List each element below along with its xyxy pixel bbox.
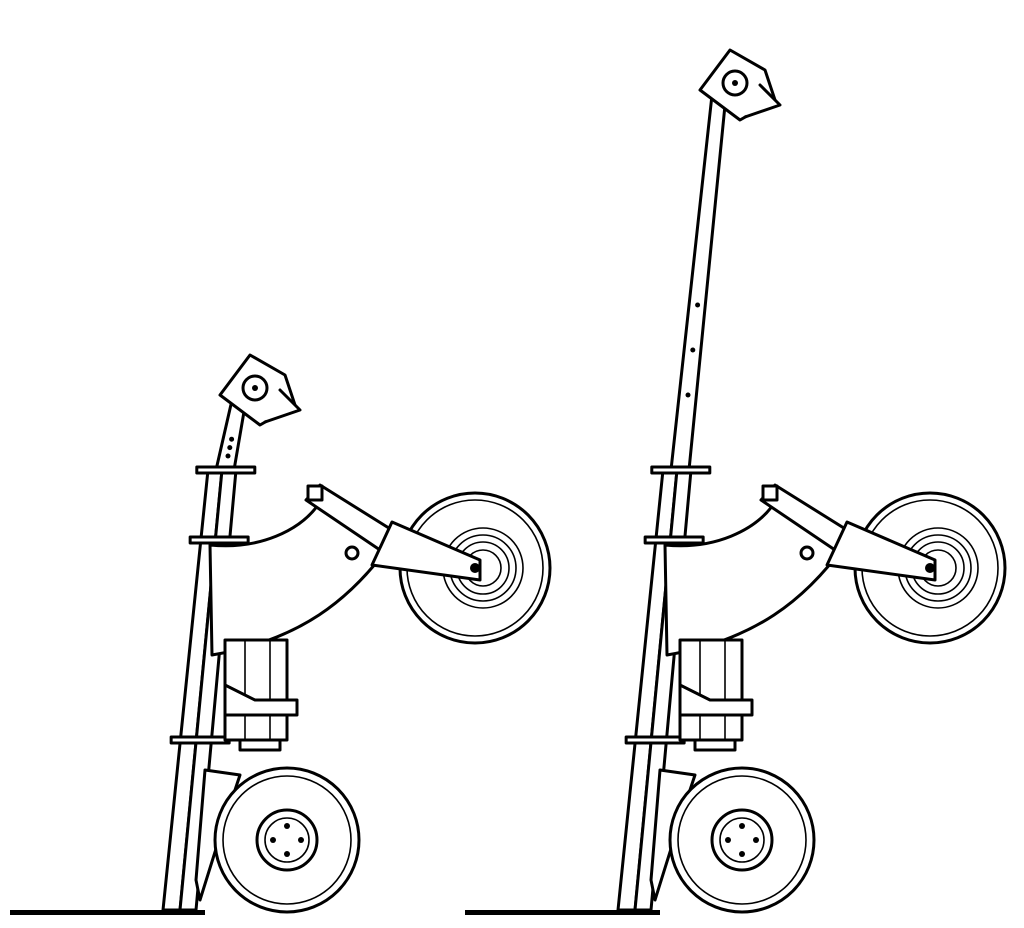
wheel-bolt <box>725 837 731 843</box>
main-wheel-hub-ring <box>719 817 765 863</box>
caster-axle <box>925 563 935 573</box>
frame-clamp <box>643 535 705 545</box>
frame-clamp <box>650 465 712 475</box>
nose-plate <box>465 910 660 915</box>
actuator-base <box>693 738 737 752</box>
actuator-base <box>238 738 282 752</box>
wheel-bolt <box>284 823 290 829</box>
main-wheel-rim <box>222 775 352 905</box>
hand-truck-retracted <box>10 353 552 915</box>
footrest-bracket <box>678 683 754 717</box>
arm-bolt <box>799 545 815 561</box>
arm-nut <box>306 484 324 502</box>
pole-hole <box>695 302 701 308</box>
main-wheel-rim <box>677 775 807 905</box>
wheel-bolt <box>739 851 745 857</box>
frame-clamp <box>195 465 257 475</box>
caster-fork <box>825 520 937 582</box>
handle-lever <box>743 83 782 119</box>
wheel-bolt <box>284 851 290 857</box>
wheel-bolt <box>739 823 745 829</box>
pole-hole <box>225 453 231 459</box>
nose-plate <box>10 910 205 915</box>
frame-clamp <box>188 535 250 545</box>
wheel-bolt <box>753 837 759 843</box>
pole-hole <box>685 392 691 398</box>
arm-bolt <box>344 545 360 561</box>
wheel-bolt <box>270 837 276 843</box>
footrest-bracket <box>223 683 299 717</box>
arm-nut <box>761 484 779 502</box>
frame-clamp <box>624 735 686 745</box>
handle-pivot-pin <box>732 80 738 86</box>
pole-hole <box>227 445 233 451</box>
pole-hole <box>690 347 696 353</box>
handle-pivot-pin <box>252 385 258 391</box>
extension-pole <box>669 93 728 472</box>
caster-fork <box>370 520 482 582</box>
handle-lever <box>263 388 302 424</box>
main-wheel-hub <box>710 808 774 872</box>
caster-axle <box>470 563 480 573</box>
main-wheel-hub <box>255 808 319 872</box>
pole-hole <box>229 436 235 442</box>
main-wheel-hub-ring <box>264 817 310 863</box>
frame-clamp <box>169 735 231 745</box>
wheel-bolt <box>298 837 304 843</box>
hand-truck-extended <box>465 48 1007 915</box>
